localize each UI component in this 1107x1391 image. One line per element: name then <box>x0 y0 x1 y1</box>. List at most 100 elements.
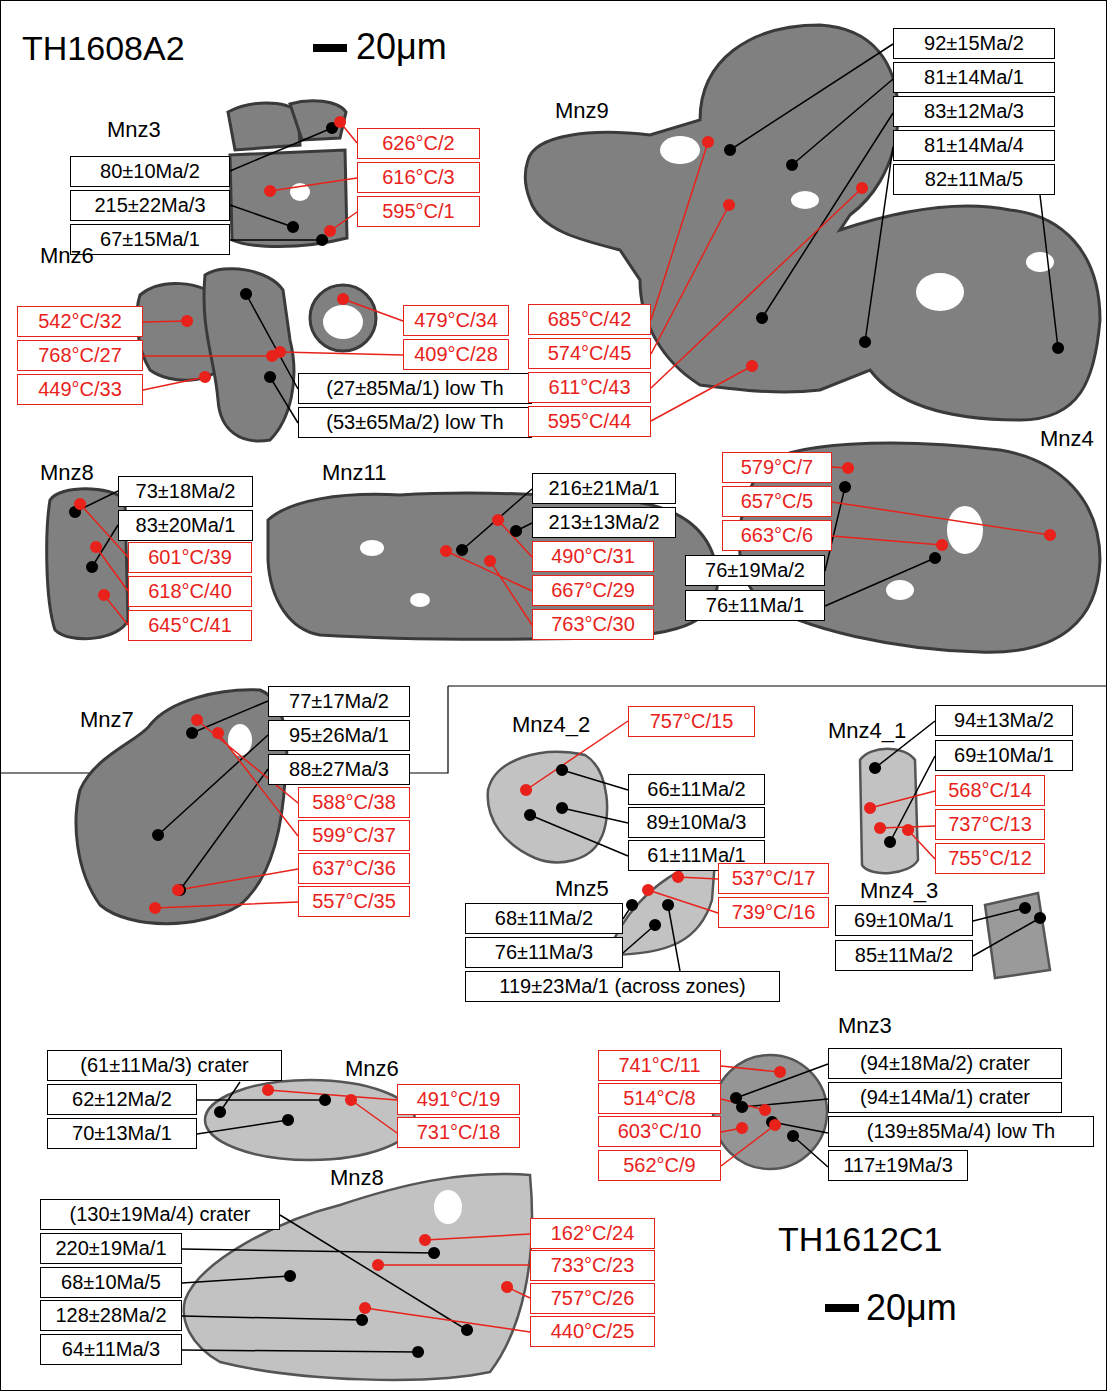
temperature-text: 618°C/40 <box>148 579 232 604</box>
temperature-box: 479°C/34 <box>403 305 509 336</box>
hole <box>323 305 363 339</box>
age-text: (139±85Ma/4) low Th <box>867 1119 1055 1144</box>
temperature-box: 645°C/41 <box>128 610 252 641</box>
age-text: (130±19Ma/4) crater <box>69 1202 250 1227</box>
age-box: 69±10Ma/1 <box>935 740 1073 771</box>
temperature-box: 757°C/15 <box>628 706 755 737</box>
age-box: 128±28Ma/2 <box>40 1300 182 1331</box>
grain-name: Mnz6 <box>345 1056 399 1081</box>
temperature-box: 595°C/1 <box>357 196 480 227</box>
temperature-text: 568°C/14 <box>948 778 1032 803</box>
grain <box>525 25 1100 420</box>
temperature-text: 768°C/27 <box>38 343 122 368</box>
age-text: 216±21Ma/1 <box>548 476 659 501</box>
age-text: 81±14Ma/1 <box>924 65 1024 90</box>
age-box: 76±19Ma/2 <box>685 555 825 586</box>
age-text: 85±11Ma/2 <box>855 943 953 968</box>
age-text: 68±11Ma/2 <box>495 906 593 931</box>
temperature-text: 603°C/10 <box>618 1119 702 1144</box>
temperature-box: 490°C/31 <box>532 541 654 572</box>
age-text: (94±14Ma/1) crater <box>860 1085 1030 1110</box>
age-text: 68±10Ma/5 <box>61 1270 161 1295</box>
temperature-box: 162°C/24 <box>530 1218 655 1249</box>
grain <box>228 103 300 150</box>
temperature-text: 685°C/42 <box>548 307 632 332</box>
temperature-text: 601°C/39 <box>148 545 232 570</box>
age-text: 95±26Ma/1 <box>289 723 389 748</box>
temperature-box: 741°C/11 <box>598 1050 721 1081</box>
temperature-box: 626°C/2 <box>357 128 480 159</box>
hole <box>434 1190 462 1224</box>
hole <box>947 506 983 554</box>
temperature-box: 757°C/26 <box>530 1283 655 1314</box>
temperature-text: 479°C/34 <box>414 308 498 333</box>
grain <box>205 1080 415 1160</box>
temperature-box: 618°C/40 <box>128 576 252 607</box>
age-box: 81±14Ma/4 <box>893 130 1055 161</box>
age-text: (94±18Ma/2) crater <box>860 1051 1030 1076</box>
age-box: 76±11Ma/1 <box>685 590 825 621</box>
temperature-box: 737°C/13 <box>935 809 1045 840</box>
temperature-box: 574°C/45 <box>528 338 651 369</box>
temperature-box: 542°C/32 <box>17 306 143 337</box>
hole <box>791 191 819 209</box>
age-box: 82±11Ma/5 <box>893 164 1055 195</box>
temperature-text: 599°C/37 <box>312 823 396 848</box>
temperature-box: 557°C/35 <box>298 886 410 917</box>
scale-bar <box>825 1304 859 1312</box>
temperature-text: 595°C/44 <box>548 409 632 434</box>
age-box: 73±18Ma/2 <box>118 476 253 507</box>
temperature-box: 599°C/37 <box>298 820 410 851</box>
temperature-text: 755°C/12 <box>948 846 1032 871</box>
age-text: 69±10Ma/1 <box>954 743 1054 768</box>
grain-name: Mnz6 <box>40 243 94 268</box>
temperature-text: 741°C/11 <box>618 1053 700 1078</box>
age-text: 64±11Ma/3 <box>62 1337 160 1362</box>
age-text: 128±28Ma/2 <box>55 1303 166 1328</box>
temperature-box: 449°C/33 <box>17 374 143 405</box>
grain-name: Mnz4_2 <box>512 712 590 737</box>
age-box: 85±11Ma/2 <box>835 940 973 971</box>
temperature-box: 755°C/12 <box>935 843 1045 874</box>
age-text: 83±20Ma/1 <box>136 513 236 538</box>
grain <box>985 893 1050 978</box>
grain-name: Mnz8 <box>40 460 94 485</box>
temperature-text: 595°C/1 <box>382 199 455 224</box>
temperature-text: 757°C/26 <box>551 1286 635 1311</box>
age-box: 81±14Ma/1 <box>893 62 1055 93</box>
age-box: 94±13Ma/2 <box>935 705 1073 736</box>
age-box: 68±11Ma/2 <box>465 903 623 934</box>
age-box: 62±12Ma/2 <box>47 1084 197 1115</box>
temperature-text: 739°C/16 <box>732 900 816 925</box>
temperature-box: 663°C/6 <box>722 520 832 551</box>
temperature-text: 409°C/28 <box>414 342 498 367</box>
grain-name: Mnz9 <box>555 98 609 123</box>
age-box: (53±65Ma/2) low Th <box>298 407 532 438</box>
temperature-text: 514°C/8 <box>623 1086 696 1111</box>
temperature-text: 490°C/31 <box>551 544 635 569</box>
age-text: 69±10Ma/1 <box>854 908 954 933</box>
temperature-box: 603°C/10 <box>598 1116 721 1147</box>
age-box: 215±22Ma/3 <box>70 190 230 221</box>
age-text: (27±85Ma/1) low Th <box>326 376 503 401</box>
age-text: 80±10Ma/2 <box>100 159 200 184</box>
age-box: 83±12Ma/3 <box>893 96 1055 127</box>
age-box: 83±20Ma/1 <box>118 510 253 541</box>
temperature-box: 611°C/43 <box>528 372 651 403</box>
scale-label: 20μm <box>356 26 447 67</box>
temperature-text: 440°C/25 <box>551 1319 635 1344</box>
age-box: 117±19Ma/3 <box>828 1150 968 1181</box>
age-spot <box>75 128 1058 1352</box>
temperature-box: 568°C/14 <box>935 775 1045 806</box>
age-text: 89±10Ma/3 <box>647 810 747 835</box>
age-box: 216±21Ma/1 <box>532 473 676 504</box>
temperature-box: 763°C/30 <box>532 609 654 640</box>
hole <box>886 580 914 600</box>
temperature-box: 514°C/8 <box>598 1083 721 1114</box>
temperature-box: 491°C/19 <box>397 1084 520 1115</box>
age-text: 82±11Ma/5 <box>925 167 1023 192</box>
temperature-text: 611°C/43 <box>548 375 630 400</box>
hole <box>916 273 964 311</box>
temperature-text: 616°C/3 <box>382 165 455 190</box>
age-box: (27±85Ma/1) low Th <box>298 373 532 404</box>
